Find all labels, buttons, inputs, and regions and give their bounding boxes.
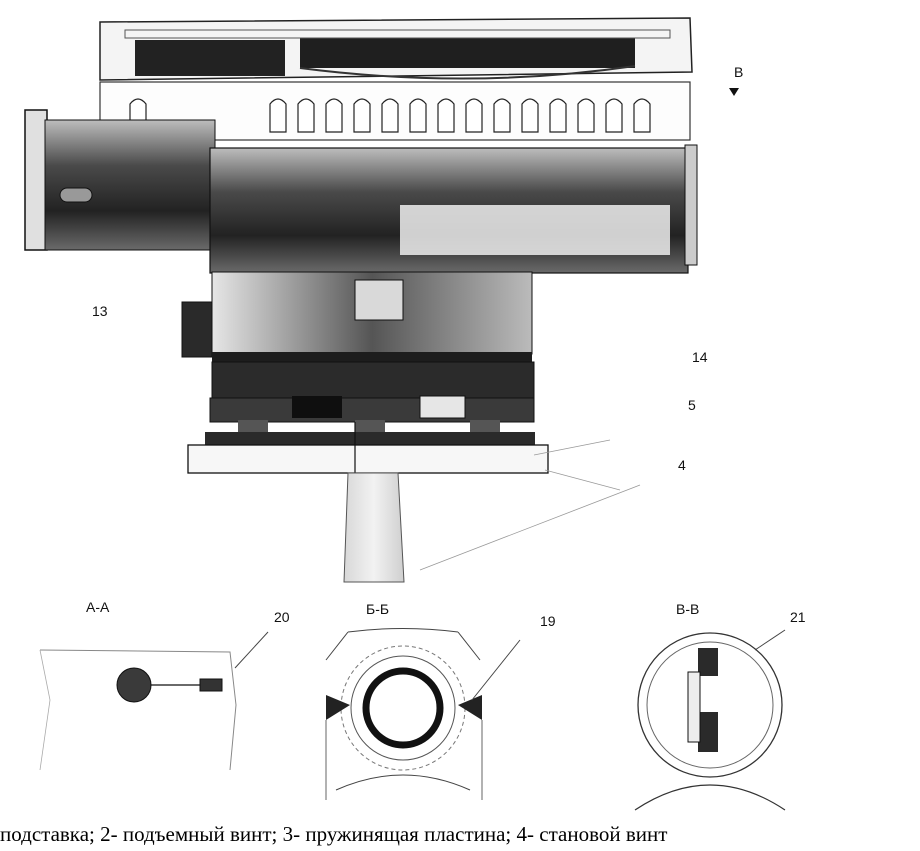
tripod-column [343, 472, 405, 583]
section-aa-title: А-А [86, 599, 110, 615]
label-20: 20 [274, 609, 290, 625]
section-vv: В-В 21 [634, 601, 806, 811]
collar-slot [437, 98, 455, 133]
section-aa: А-А 20 [39, 599, 290, 771]
section-bb-title: Б-Б [366, 601, 389, 617]
tribrach [205, 361, 535, 446]
collar-slot [297, 98, 315, 133]
base-plate [187, 422, 549, 474]
collar-slot [381, 98, 399, 133]
bb-ring [362, 667, 444, 749]
section-b-arrow [729, 88, 739, 96]
label-19: 19 [540, 613, 556, 629]
collar-slot [633, 98, 651, 133]
collar-slot [493, 98, 511, 133]
collar-slot [549, 98, 567, 133]
label-21: 21 [790, 609, 806, 625]
collar-slot [465, 98, 483, 133]
collar-slot [269, 98, 287, 133]
collar-slot [353, 98, 371, 133]
section-vv-title: В-В [676, 601, 699, 617]
level-housing [99, 17, 693, 81]
section-b-marker: В [734, 64, 743, 80]
collar-slot [325, 98, 343, 133]
label-14: 14 [692, 349, 708, 365]
collar-slot [409, 98, 427, 133]
section-bb: Б-Б 19 [325, 601, 556, 800]
figure-caption: подставка; 2- подъемный винт; 3- пружиня… [0, 822, 668, 846]
collar-slot [577, 98, 595, 133]
label-13: 13 [92, 303, 108, 319]
aa-screw-head [116, 667, 152, 703]
leader-lines [419, 439, 641, 571]
label-4: 4 [678, 457, 686, 473]
telescope-tube: В [24, 64, 743, 274]
instrument-body [181, 271, 533, 362]
collar-slot [521, 98, 539, 133]
collar-slot [605, 98, 623, 133]
label-5: 5 [688, 397, 696, 413]
